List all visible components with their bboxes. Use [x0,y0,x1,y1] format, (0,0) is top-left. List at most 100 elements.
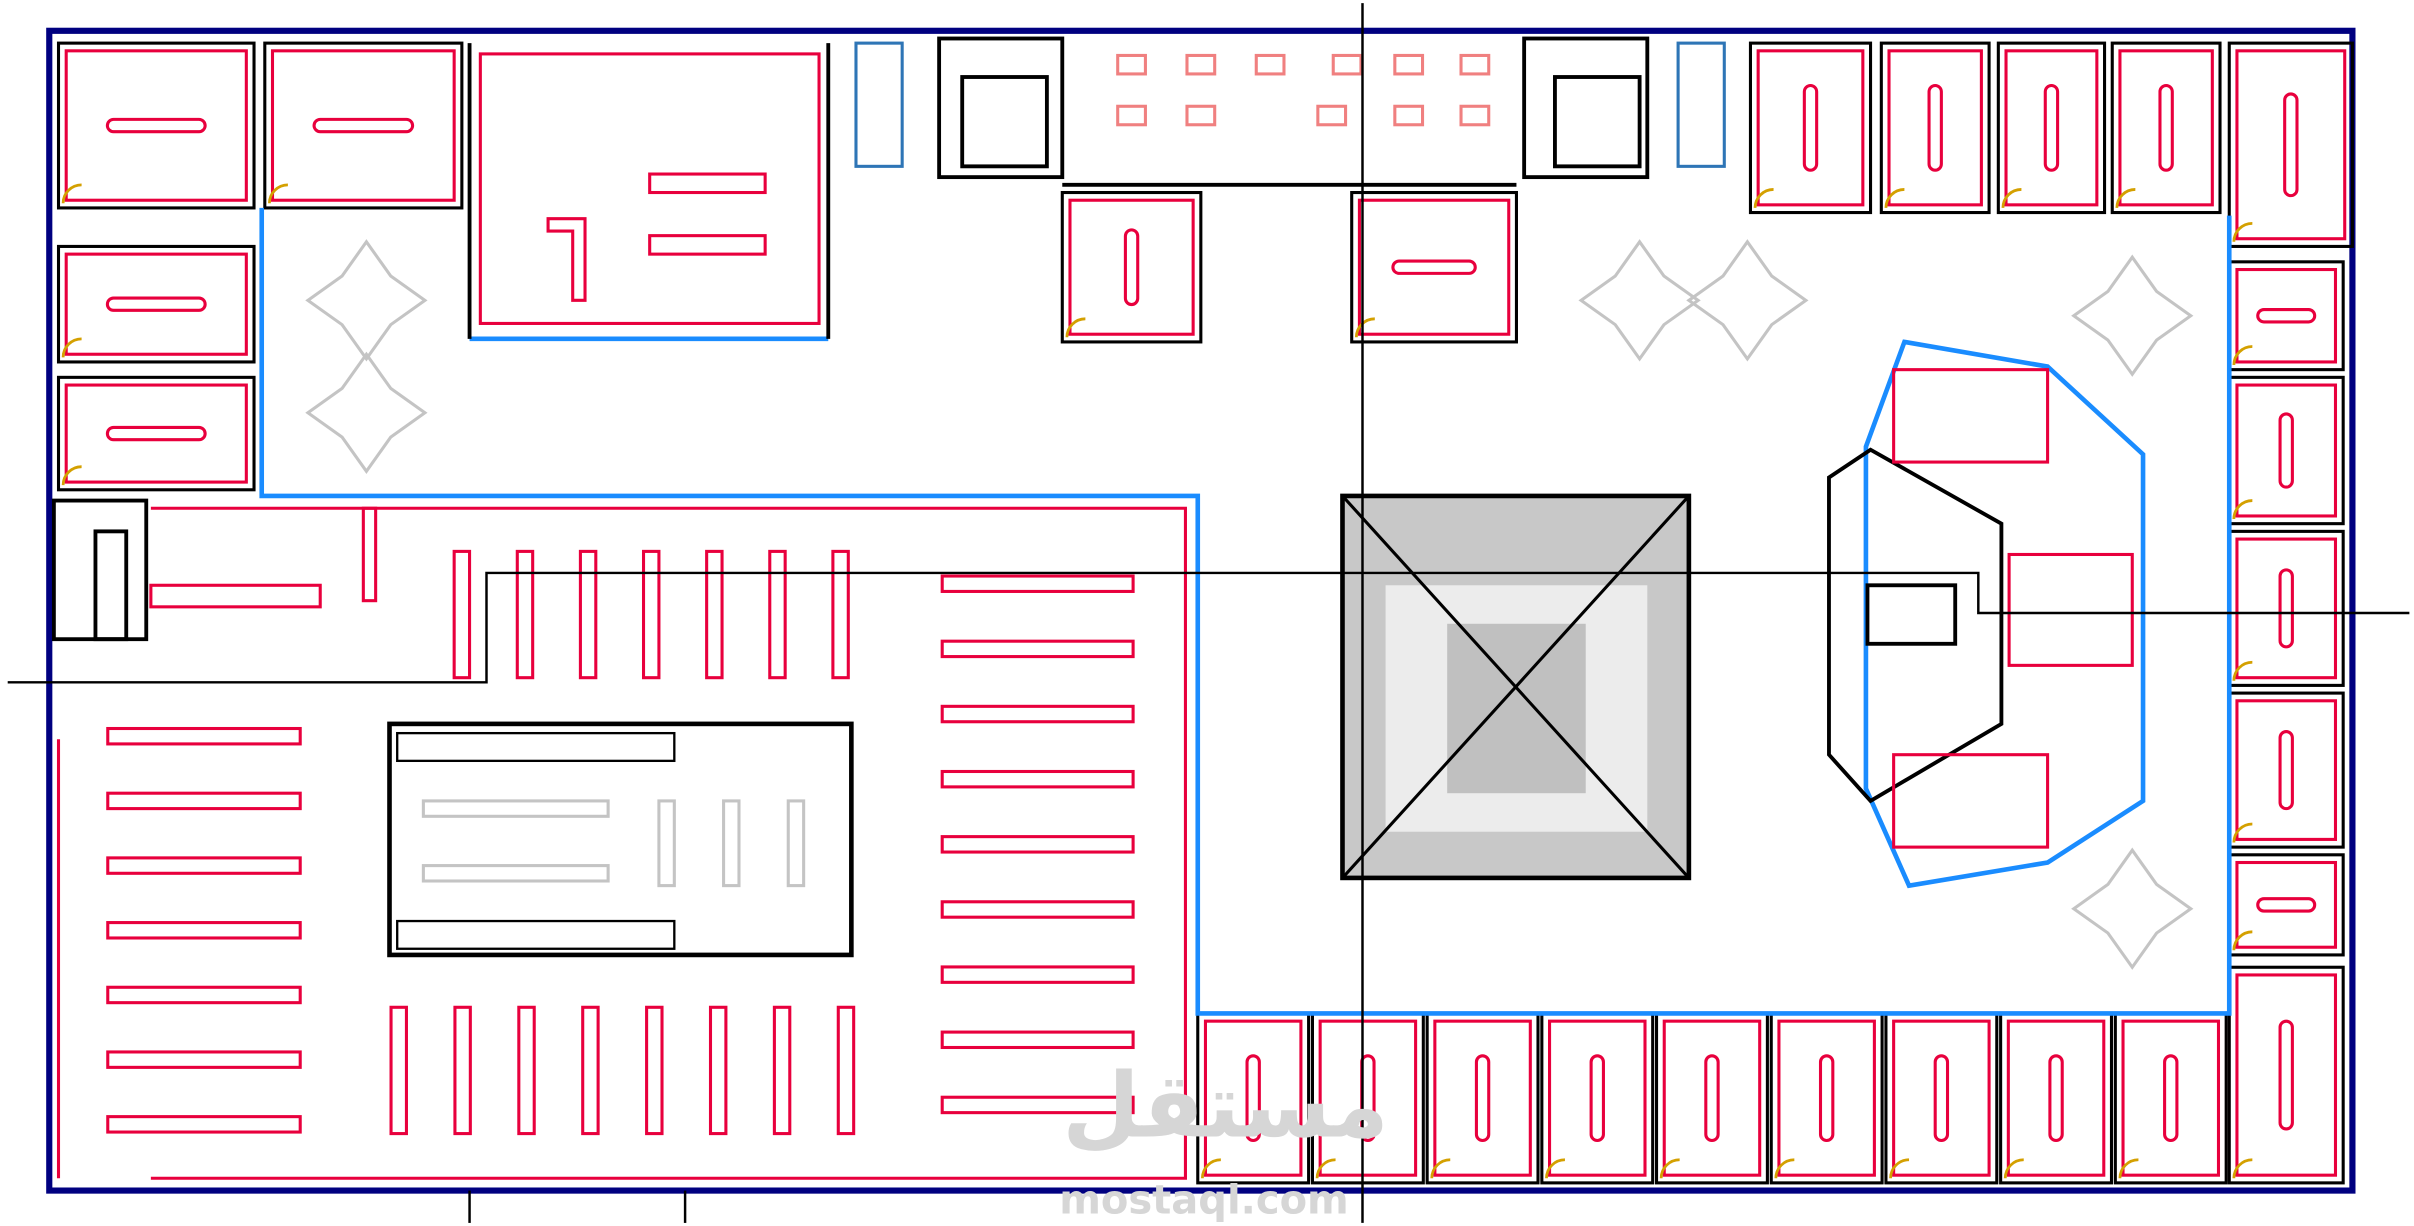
shop-counter [105,296,207,312]
shop-wall [1999,1011,2114,1185]
shop-partition [1203,1019,1303,1177]
restaurant-table [1116,104,1147,127]
door-swing [2232,822,2253,843]
shop-partition [2006,1019,2106,1177]
door-swing [1200,1158,1221,1179]
shelf [940,1095,1135,1115]
shelf [515,549,535,680]
shop-counter [2278,730,2294,811]
shop-unit [1540,1011,1655,1185]
outer-wall [46,27,2356,1194]
shop-wall [56,41,256,210]
door-swing [268,183,288,204]
decorative-star [2071,254,2194,377]
shop-partition [1662,1019,1762,1177]
shop-partition [1777,1019,1876,1177]
shop-wall [2113,1011,2228,1185]
shop-wall [1879,41,1991,215]
shop-unit [1769,1011,1884,1185]
shop-counter [105,425,207,442]
toilets-right [1676,41,1726,168]
restaurant-table [1393,53,1425,76]
shop-counter [2048,1054,2064,1143]
shop-partition [2118,49,2214,207]
restaurant-table [1185,104,1217,127]
escalator-zone [387,721,854,958]
shop-counter [1933,1054,1950,1143]
shop-wall [2227,41,2354,248]
shop-counter [2043,83,2060,172]
door-swing [1753,188,1774,209]
shop-wall [2227,853,2345,957]
grid-axes [7,3,2410,1223]
shop-counter [1802,83,1819,172]
shop-wall [1996,41,2107,215]
shop-unit [2227,529,2345,687]
supermarket [56,207,2232,1180]
restaurant-table [1459,53,1491,76]
decorative-star [305,239,428,362]
gym-room [467,43,831,342]
watermark-logo: مستقل mostaql.com [1059,1055,1389,1224]
shop-unit [56,41,256,210]
shop-counter [2158,83,2174,172]
hexagonal-shop-cluster [1827,339,2146,889]
shop-wall [2110,41,2222,215]
stairs-left [51,498,149,642]
shop-unit [2227,965,2345,1185]
shop-partition [1548,1019,1647,1177]
shop-unit [1425,1011,1540,1185]
shop-unit [263,41,464,210]
shelf [578,549,598,680]
restaurant-table [1316,104,1348,127]
shop-wall [1425,1011,1540,1185]
door-swing [2232,660,2253,681]
decorative-star [305,351,428,474]
restaurant-table [1185,53,1217,76]
shop-wall [1540,1011,1655,1185]
door-swing [2232,221,2253,242]
door-swing [2232,930,2253,951]
decorative-star [1686,239,1809,362]
shelf [940,639,1135,659]
shop-partition [1892,1019,1991,1177]
shop-wall [2227,260,2345,372]
decorative-star [2071,847,2194,970]
door-swing [1659,1158,1680,1179]
shop-partition [2235,860,2338,949]
shop-counter [1391,259,1477,275]
shelf [768,549,787,680]
decorative-star [1578,239,1701,362]
shelf [106,1050,302,1069]
shop-partition [1357,198,1511,336]
shop-counter [2278,412,2294,489]
watermark-latin: mostaql.com [1059,1178,1349,1224]
watermark-arabic: مستقل [1062,1055,1389,1159]
door-swing [1315,1158,1336,1179]
shop-counter [1927,83,1943,172]
shop-partition [2004,49,2099,207]
door-swing [1065,317,1086,338]
shop-partition [1068,198,1195,336]
shop-partition [2235,973,2338,1177]
shelf [940,965,1135,984]
shop-unit [2113,1011,2228,1185]
shelf [645,1005,664,1136]
shelf [940,1030,1135,1050]
shop-counter [2256,308,2317,324]
shelf [641,549,661,680]
shop-counter [1589,1054,1605,1143]
shop-counter [2256,897,2317,913]
shelf [517,1005,536,1136]
shop-unit [1655,1011,1769,1185]
shop-unit [2227,853,2345,957]
shop-partition [2121,1019,2221,1177]
shop-unit [2110,41,2222,215]
shop-unit [1996,41,2107,215]
door-swing [2118,1158,2139,1179]
atrium-void [1340,493,1692,881]
shop-partition [1756,49,1865,207]
door-swing [2115,188,2136,209]
stairs-top-right [1522,36,1650,180]
